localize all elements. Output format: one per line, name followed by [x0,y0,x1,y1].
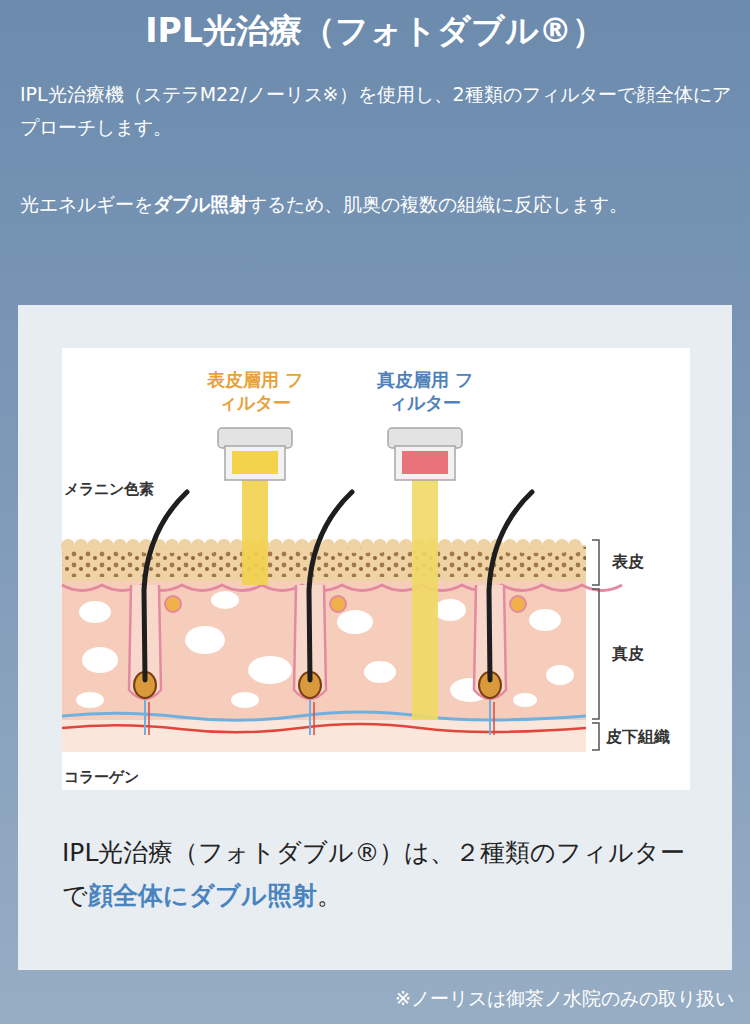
emphasis: 顔全体にダブル照射 [88,881,317,910]
intro-text: 光エネルギーを [20,193,153,215]
caption-text: IPL光治療（フォトダブル®）は、２種類のフィルターで顔全体にダブル照射。 [62,832,692,917]
filter-label: 真皮層用 フィルター [370,368,480,415]
page-title: IPL光治療（フォトダブル®） [0,6,750,56]
intro-text: 光エネルギーをダブル照射するため、肌奥の複数の組織に反応します。 [20,188,732,221]
part-label: コラーゲン [64,768,139,787]
caption-text: 。 [317,881,342,910]
filter-label: 表皮層用 フィルター [200,368,310,415]
layer-label: 表皮 [612,552,644,573]
part-label: メラニン色素 [64,480,154,499]
emphasis: ダブル照射 [153,193,248,215]
layer-label: 皮下組織 [606,727,670,748]
intro-text: するため、肌奥の複数の組織に反応します。 [248,193,628,215]
footnote: ※ノーリスは御茶ノ水院のみの取り扱い [395,986,734,1012]
intro-text: IPL光治療機（ステラM22/ノーリス※）を使用し、2種類のフィルターで顔全体に… [20,78,732,145]
layer-label: 真皮 [612,644,644,665]
